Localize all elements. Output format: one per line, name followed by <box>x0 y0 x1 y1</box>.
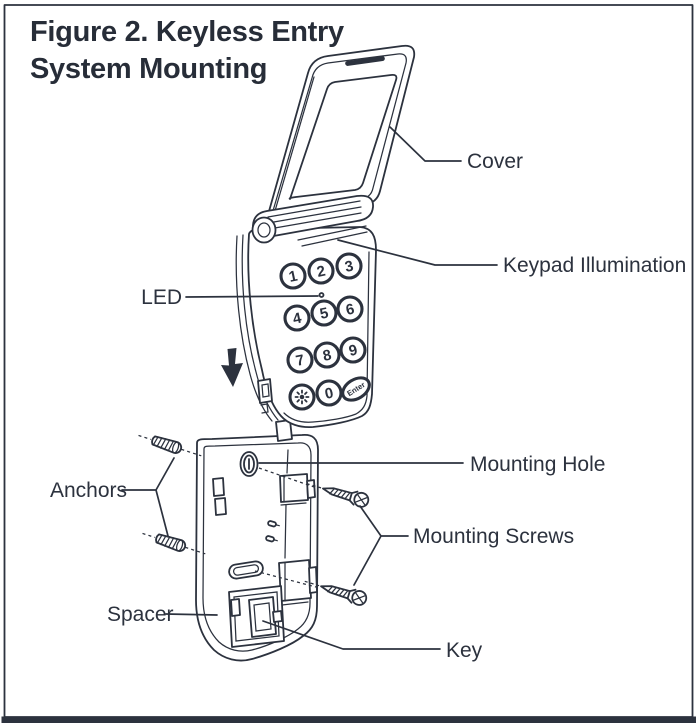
mounting-hole <box>239 451 259 477</box>
keypad-button-3-label: 3 <box>343 258 355 276</box>
keypad-button-3: 3 <box>335 252 363 280</box>
keypad-button-9: 9 <box>339 336 367 364</box>
cover-leader <box>389 126 462 162</box>
keypad-button-9-label: 9 <box>347 342 359 360</box>
key <box>248 596 283 638</box>
label-anchors: Anchors <box>50 479 127 502</box>
keypad-button-6-label: 6 <box>344 301 356 319</box>
anchor-lower <box>142 532 206 555</box>
mounting-screw-lower <box>304 580 368 606</box>
key-leader <box>262 620 441 650</box>
plate-slot <box>228 560 264 580</box>
keypad-button-1: 1 <box>279 262 307 290</box>
keypad-button-8: 8 <box>313 341 341 369</box>
anchor-upper <box>138 434 202 457</box>
label-cover: Cover <box>467 150 523 173</box>
plate-pins <box>265 520 280 543</box>
label-mounting-screws: Mounting Screws <box>413 525 574 548</box>
spacer-leader <box>165 613 218 616</box>
plate-side-tabs <box>212 477 227 516</box>
down-arrow-icon <box>221 348 243 387</box>
screw2-alignment-dashes <box>254 570 317 588</box>
label-key: Key <box>446 639 483 662</box>
label-led: LED <box>141 286 182 309</box>
keypad-button-1-label: 1 <box>287 268 299 286</box>
led-leader <box>185 295 319 298</box>
led-indicator <box>318 292 325 298</box>
figure-border <box>1 4 696 723</box>
keypad-illumination-leader <box>337 239 498 266</box>
mounting-screws-leader <box>353 505 409 586</box>
figure-title-line2: System Mounting <box>30 53 268 85</box>
keypad-button-2-label: 2 <box>315 263 327 281</box>
mounting-screw-upper <box>306 483 370 508</box>
cover-screen <box>288 73 398 200</box>
keypad-button-7-label: 7 <box>294 352 306 370</box>
keypad-button-8-label: 8 <box>321 347 333 365</box>
keypad-illumination-strip <box>297 225 368 247</box>
keypad-button-7: 7 <box>286 346 314 374</box>
keypad-button-5: 5 <box>310 299 338 327</box>
label-spacer: Spacer <box>107 603 174 626</box>
keypad-light-button <box>288 383 316 411</box>
cover-logo <box>345 56 385 66</box>
keypad: 1 2 3 4 5 6 7 8 9 0 <box>279 252 371 411</box>
label-keypad-illumination: Keypad Illumination <box>503 254 686 277</box>
label-mounting-hole: Mounting Hole <box>470 453 605 476</box>
keypad-enter-button: Enter <box>341 376 371 402</box>
screw1-alignment-dashes <box>258 467 318 489</box>
plate-clip-upper <box>279 473 316 506</box>
part-labels: Cover Keypad Illumination LED Anchors Mo… <box>50 150 686 662</box>
hinge <box>251 194 374 247</box>
keypad-button-6: 6 <box>336 295 364 323</box>
leader-lines <box>121 126 498 650</box>
anchors-leader <box>121 457 175 537</box>
figure-title: Figure 2. Keyless Entry System Mounting <box>30 14 390 88</box>
keypad-button-2: 2 <box>307 257 335 285</box>
keypad-button-5-label: 5 <box>318 305 330 323</box>
keypad-button-4: 4 <box>283 304 311 332</box>
keypad-button-0: 0 <box>315 379 343 407</box>
light-icon <box>294 389 310 405</box>
figure-title-line1: Figure 2. Keyless Entry <box>30 16 344 48</box>
keypad-button-0-label: 0 <box>323 385 335 403</box>
